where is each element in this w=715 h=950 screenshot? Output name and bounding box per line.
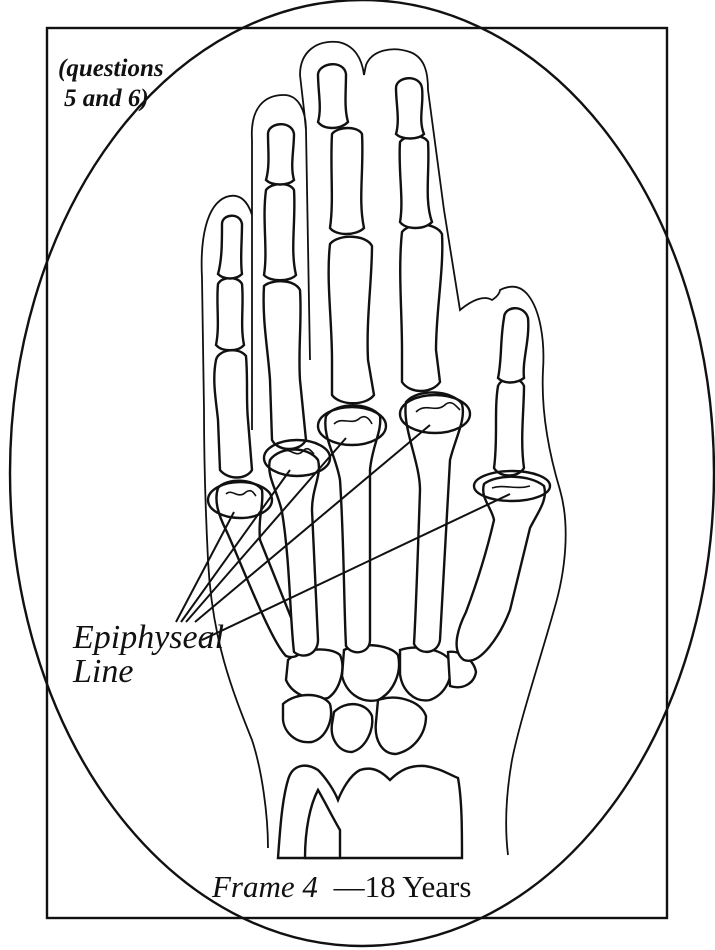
lunate bbox=[332, 704, 373, 752]
proximal-phalanx-4 bbox=[264, 281, 306, 449]
distal-phalanx-2 bbox=[396, 78, 424, 138]
epiphyseal-label-line-2: Line bbox=[73, 655, 133, 689]
distal-phalanx-1 bbox=[498, 308, 528, 382]
frame-caption: Frame 4 —18 Years bbox=[212, 871, 471, 902]
carpal-bones bbox=[283, 645, 476, 754]
questions-note-line-2: 5 and 6) bbox=[64, 86, 149, 111]
middle-phalanges bbox=[216, 128, 432, 350]
distal-phalanx-3 bbox=[318, 64, 348, 128]
proximal-phalanx-1 bbox=[494, 379, 524, 476]
distal-phalanx-4 bbox=[266, 124, 294, 184]
caption-frame-number: 4 bbox=[302, 869, 318, 904]
middle-phalanx-3 bbox=[330, 128, 364, 234]
proximal-phalanx-2 bbox=[400, 225, 442, 391]
capitate bbox=[342, 645, 399, 701]
caption-age: —18 Years bbox=[334, 869, 472, 904]
middle-phalanx-2 bbox=[400, 136, 432, 228]
scaphoid bbox=[376, 698, 426, 754]
caption-frame-word: Frame bbox=[212, 869, 295, 904]
metacarpal-2 bbox=[405, 392, 462, 651]
distal-phalanx-5 bbox=[218, 216, 242, 279]
triquetrum bbox=[283, 695, 331, 742]
proximal-phalanx-3 bbox=[329, 237, 374, 404]
middle-phalanx-5 bbox=[216, 278, 244, 350]
epiphyseal-label-line-1: Epiphyseal bbox=[73, 621, 224, 655]
forearm-bones bbox=[278, 766, 462, 858]
trapezoid bbox=[400, 648, 451, 701]
leader-line-1 bbox=[176, 512, 234, 622]
middle-phalanx-4 bbox=[264, 184, 296, 280]
metacarpal-1 bbox=[457, 477, 545, 661]
proximal-phalanx-5 bbox=[214, 350, 252, 477]
questions-note-line-1: (questions bbox=[58, 56, 164, 81]
